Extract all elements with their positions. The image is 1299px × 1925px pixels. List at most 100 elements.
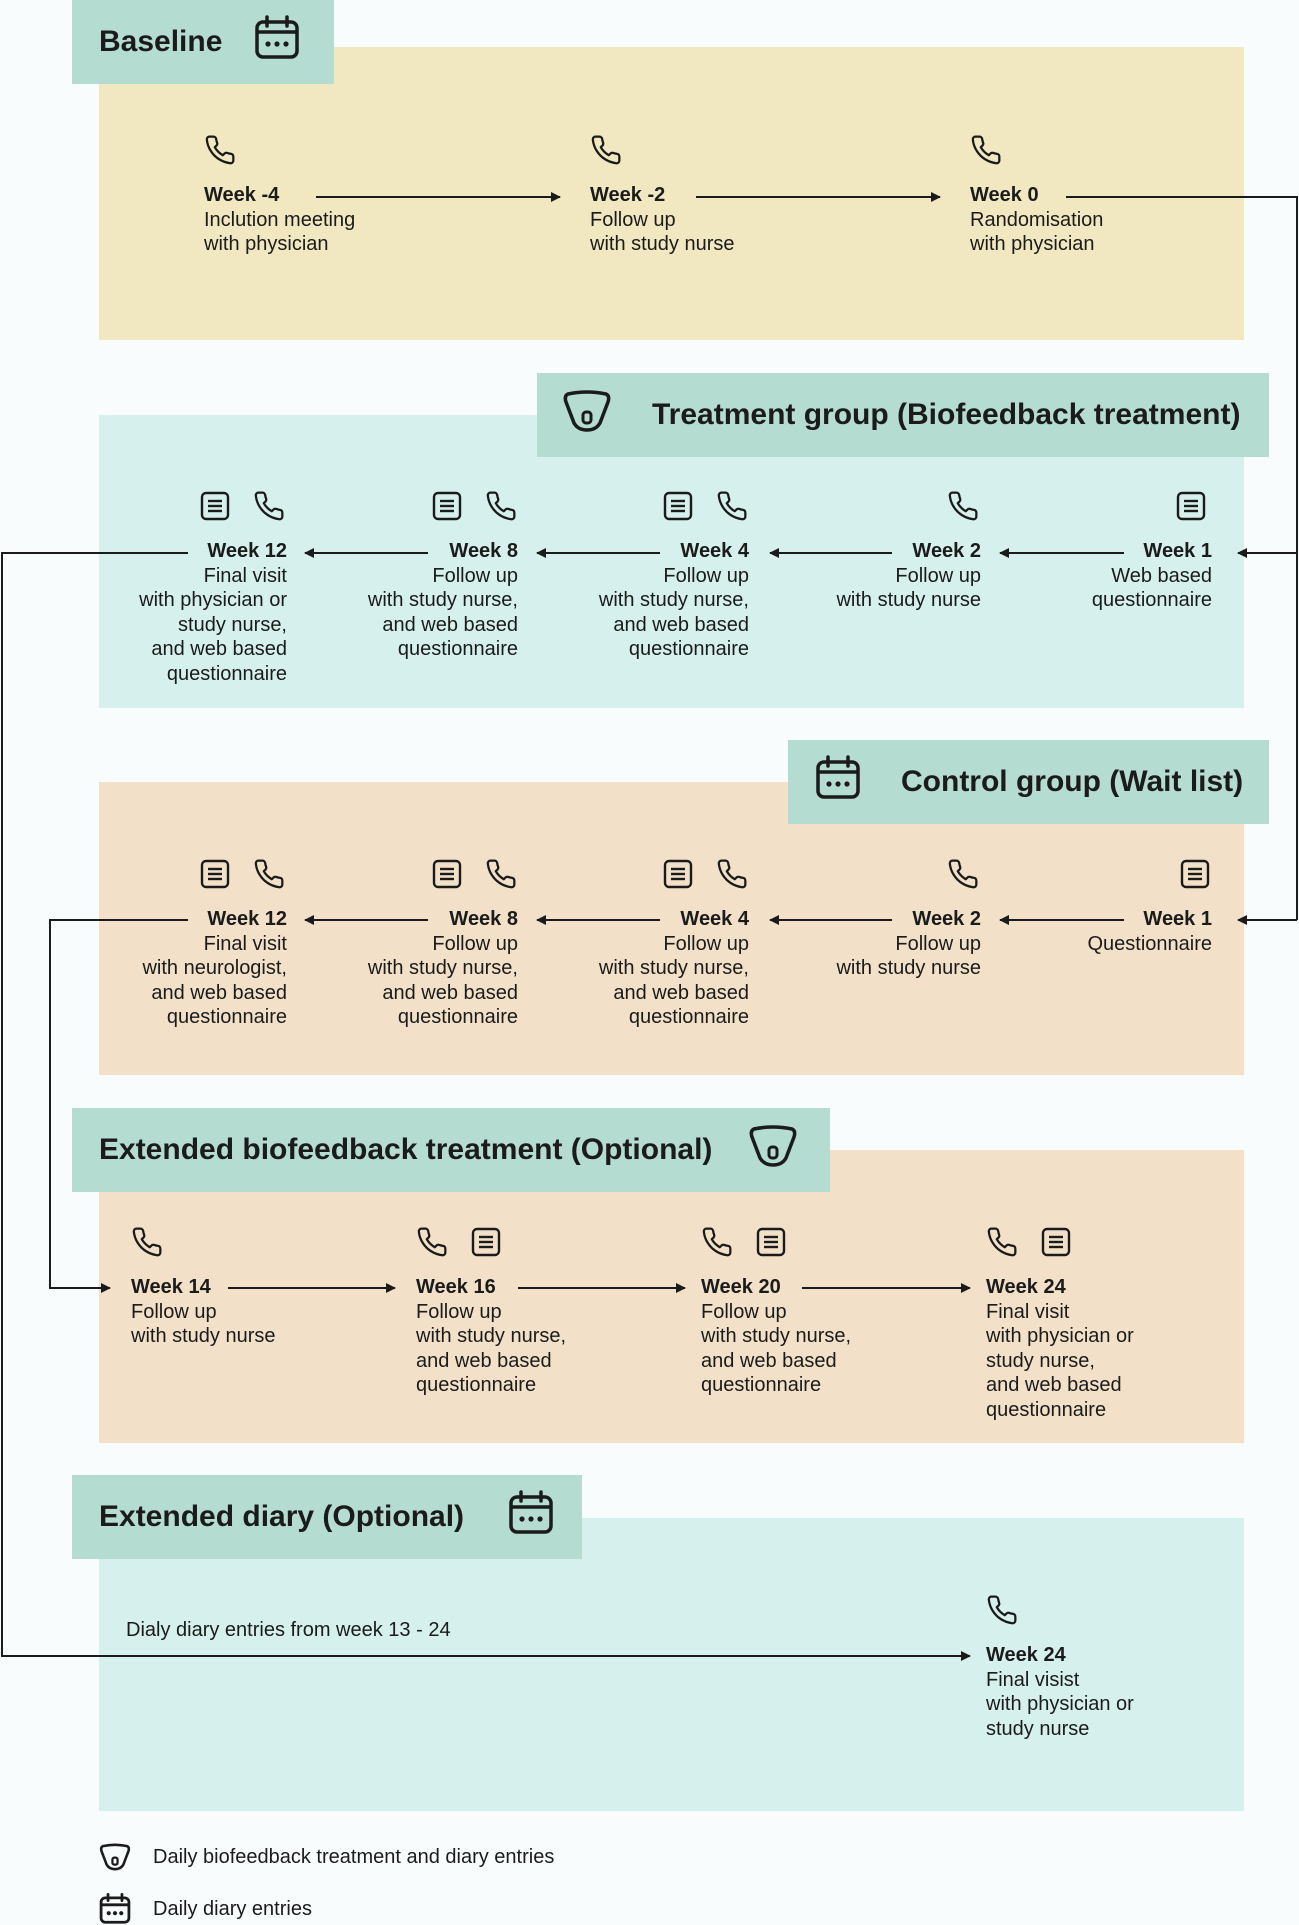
step-line: questionnaire (416, 1374, 537, 1396)
questionnaire-icon (471, 1227, 501, 1257)
phone-icon (948, 859, 978, 889)
phone-icon (417, 1227, 447, 1257)
control-week-2: Week 2 Follow up with study nurse (836, 907, 981, 981)
legend-label: Daily diary entries (153, 1897, 312, 1920)
step-line: with study nurse (131, 1325, 276, 1347)
control-week-12: Week 12 Final visit with neurologist, an… (142, 907, 287, 1030)
questionnaire-icon (663, 859, 693, 889)
phone-icon (702, 1227, 732, 1257)
biofeedback-device-icon (562, 390, 612, 440)
extended-diary-title: Extended diary (Optional) (99, 1500, 465, 1533)
questionnaire-icon (663, 491, 693, 521)
step-line: questionnaire (397, 1006, 518, 1028)
legend-label: Daily biofeedback treatment and diary en… (153, 1845, 555, 1868)
step-line: questionnaire (628, 1006, 749, 1028)
treatment-week-4: Week 4 Follow up with study nurse, and w… (599, 539, 749, 662)
phone-icon (948, 491, 978, 521)
arrow-treatment-to-extended-diary (1, 552, 971, 1661)
phone-icon (486, 491, 516, 521)
legend-biofeedback: Daily biofeedback treatment and diary en… (99, 1843, 554, 1871)
questionnaire-icon (200, 491, 230, 521)
step-line: questionnaire (1091, 589, 1212, 611)
step-line: Inclution meeting (204, 208, 356, 231)
extended-week-16: Week 16 Follow up with study nurse, and … (416, 1275, 566, 1398)
step-line: with study nurse (590, 233, 735, 255)
control-panel (99, 782, 1244, 1075)
baseline-tab: Baseline (72, 0, 334, 84)
baseline-step-1: Week -4 Inclution meeting with physician (204, 183, 355, 257)
step-line: Follow up (895, 564, 981, 587)
step-line: with study nurse (836, 589, 981, 611)
step-line: with physician (970, 233, 1095, 255)
step-line: Follow up (895, 932, 981, 955)
diary-note: Dialy diary entries from week 13 - 24 (126, 1619, 451, 1641)
step-line: and web based (382, 613, 518, 636)
treatment-week-8-icons (431, 490, 521, 522)
step-line: questionnaire (166, 662, 287, 685)
week-label: Week 2 (912, 908, 981, 930)
randomisation-trunk (1066, 196, 1298, 920)
step-line: and web based (151, 981, 287, 1004)
baseline-step-3: Week 0 Randomisation with physician (970, 183, 1103, 257)
extended-diary-tab: Extended diary (Optional) (72, 1475, 582, 1559)
step-line: Questionnaire (1087, 932, 1212, 955)
extended-treatment-title: Extended biofeedback treatment (Optional… (99, 1133, 713, 1166)
step-line: with study nurse, (367, 957, 518, 979)
phone-icon (254, 491, 284, 521)
questionnaire-icon (756, 1227, 786, 1257)
step-line: questionnaire (166, 1006, 287, 1028)
control-week-1: Week 1 Questionnaire (1087, 907, 1212, 956)
step-line: study nurse, (178, 613, 287, 636)
arrow-control-to-extended-treatment (49, 919, 188, 1293)
phone-icon (717, 859, 747, 889)
control-week-8: Week 8 Follow up with study nurse, and w… (368, 907, 518, 1030)
calendar-icon (815, 755, 861, 809)
phone-icon (987, 1227, 1017, 1257)
diary-week-24: Week 24 Final visist with physician or s… (986, 1643, 1134, 1741)
step-line: and web based (701, 1349, 837, 1372)
step-line: with physician or (139, 589, 287, 611)
step-line: Final visit (986, 1300, 1070, 1323)
control-tab: Control group (Wait list) (788, 740, 1269, 824)
step-line: with study nurse, (598, 589, 749, 611)
step-line: and web based (151, 638, 287, 660)
phone-icon (132, 1227, 162, 1257)
baseline-panel (99, 47, 1244, 340)
extended-week-16-icons (416, 1226, 506, 1258)
step-line: Follow up (590, 208, 676, 231)
week-label: Week 24 (986, 1276, 1066, 1298)
baseline-step-2: Week -2 Follow up with study nurse (590, 183, 735, 257)
week-label: Week 16 (416, 1276, 496, 1298)
week-label: Week 14 (131, 1276, 211, 1298)
week-label: Week 8 (449, 908, 518, 930)
step-line: and web based (416, 1349, 552, 1372)
control-week-4: Week 4 Follow up with study nurse, and w… (599, 907, 749, 1030)
step-line: and web based (986, 1374, 1122, 1396)
biofeedback-device-icon (99, 1843, 131, 1871)
extended-diary-panel (99, 1518, 1244, 1811)
step-line: Follow up (131, 1300, 217, 1323)
step-line: Final visist (986, 1668, 1080, 1691)
week-label: Week 1 (1143, 540, 1212, 562)
treatment-week-1: Week 1 Web based questionnaire (1092, 539, 1212, 613)
step-line: Follow up (416, 1300, 502, 1323)
week-label: Week 12 (207, 908, 287, 930)
questionnaire-icon (1176, 491, 1206, 521)
treatment-panel (99, 415, 1244, 708)
week-label: Week 8 (449, 540, 518, 562)
step-line: Web based (1111, 564, 1212, 587)
legend-diary: Daily diary entries (99, 1893, 312, 1925)
step-line: with physician or (986, 1693, 1134, 1715)
week-label: Week 20 (701, 1276, 781, 1298)
phone-icon (591, 135, 621, 165)
control-week-12-icons (199, 858, 289, 890)
phone-icon (717, 491, 747, 521)
step-line: with study nurse, (701, 1325, 852, 1347)
week-label: Week 2 (912, 540, 981, 562)
treatment-week-12-icons (199, 490, 289, 522)
step-line: and web based (613, 613, 749, 636)
step-line: Follow up (663, 932, 749, 955)
questionnaire-icon (1180, 859, 1210, 889)
step-line: Randomisation (970, 208, 1104, 231)
